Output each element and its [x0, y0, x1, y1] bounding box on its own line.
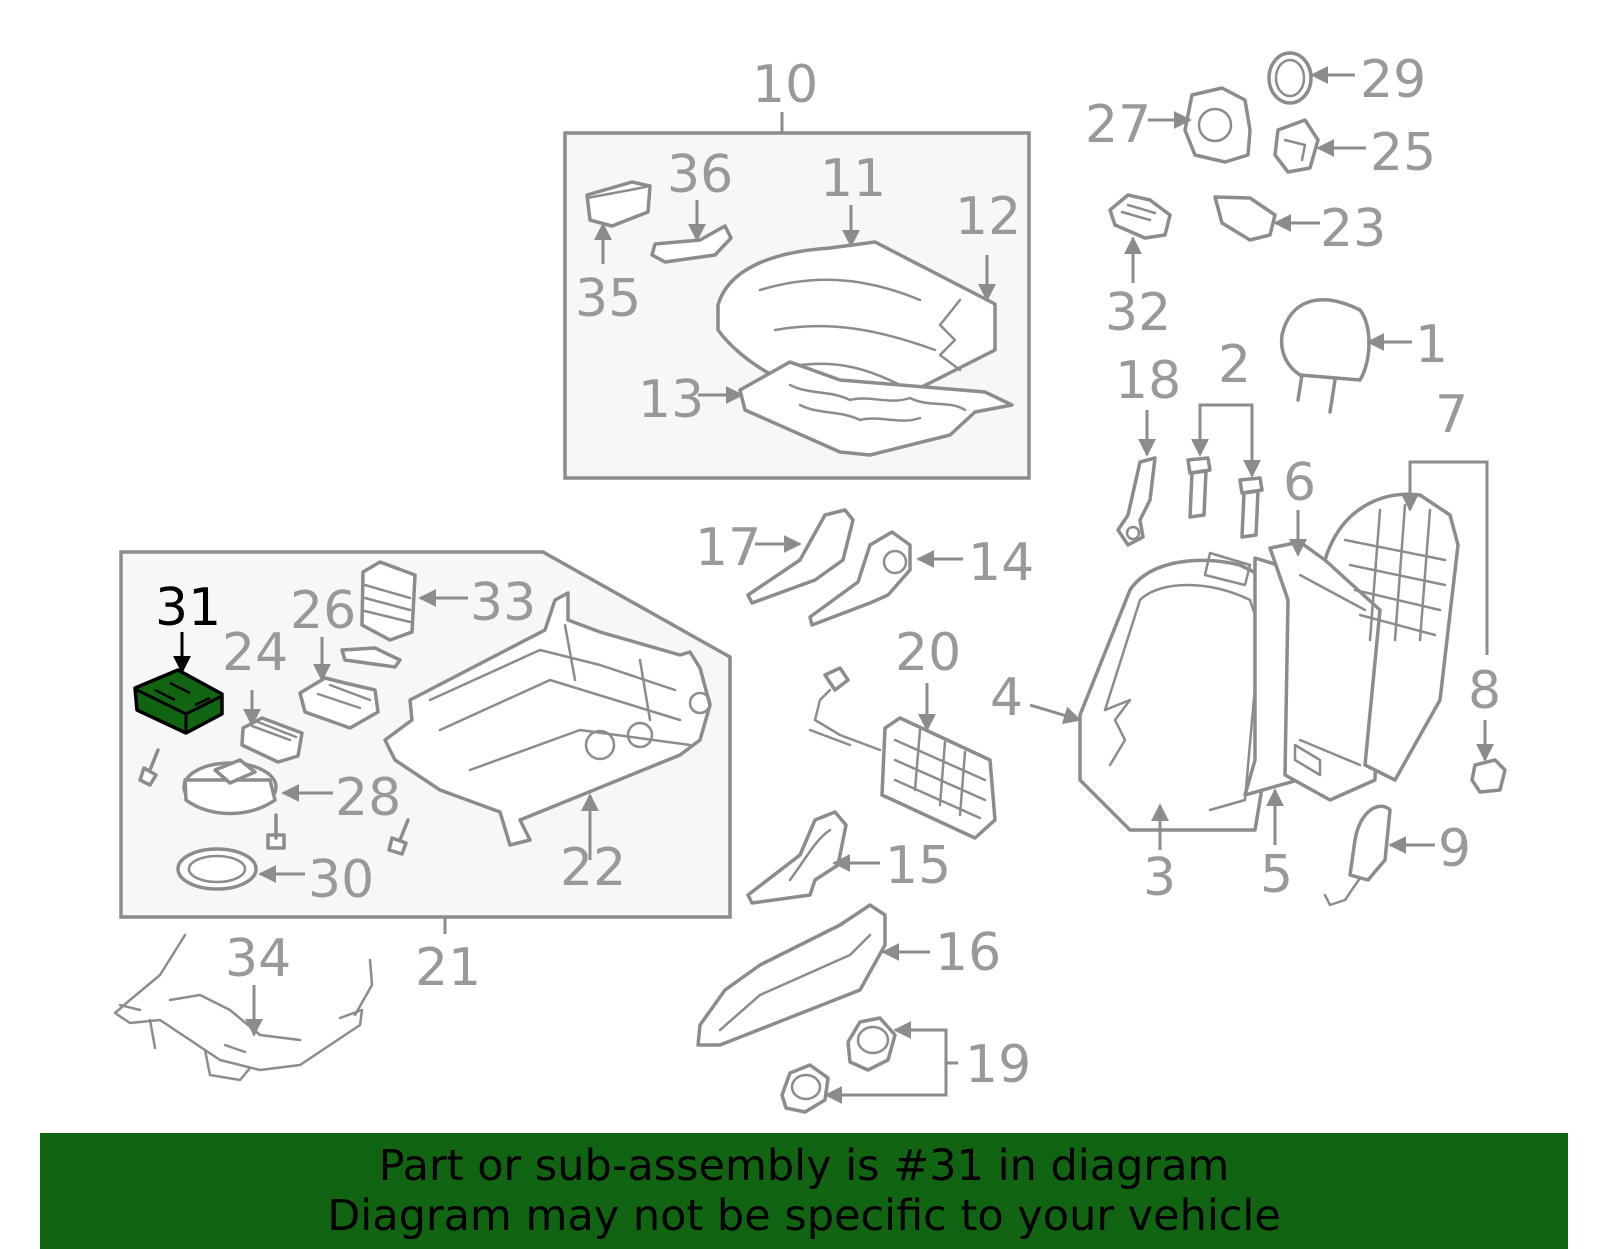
- part-25-shape[interactable]: [1273, 118, 1320, 174]
- callout-5: 5: [1260, 845, 1293, 905]
- callout-29: 29: [1360, 50, 1426, 110]
- callout-3: 3: [1143, 848, 1176, 908]
- part-22-frame-shape[interactable]: [383, 591, 712, 847]
- callout-11: 11: [820, 149, 886, 209]
- part-27-shape[interactable]: [1183, 86, 1252, 164]
- part-28-shape[interactable]: [182, 758, 278, 816]
- callout-8: 8: [1468, 661, 1501, 721]
- callout-6: 6: [1283, 453, 1316, 513]
- callout-1: 1: [1415, 315, 1448, 375]
- bolt-shapes: [138, 748, 410, 856]
- part-31-highlighted-shape[interactable]: [133, 668, 224, 735]
- part-32-shape[interactable]: [1108, 193, 1172, 240]
- callout-7: 7: [1435, 385, 1468, 445]
- callout-30: 30: [308, 850, 374, 910]
- callout-32: 32: [1105, 283, 1171, 343]
- part-17-shape[interactable]: [746, 508, 855, 605]
- callout-18: 18: [1115, 351, 1181, 411]
- part-18-shape[interactable]: [1116, 456, 1157, 547]
- banner-line-disclaimer: Diagram may not be specific to your vehi…: [327, 1191, 1281, 1241]
- callout-33: 33: [470, 573, 536, 633]
- callout-24: 24: [222, 623, 288, 683]
- callout-2: 2: [1218, 335, 1251, 395]
- callout-36: 36: [667, 145, 733, 205]
- part-24-shape[interactable]: [240, 716, 304, 764]
- callout-16: 16: [935, 923, 1001, 983]
- part-20-shape[interactable]: [808, 666, 997, 840]
- part-23-shape[interactable]: [1213, 195, 1277, 242]
- part-30-shape[interactable]: [176, 847, 258, 891]
- info-banner: Part or sub-assembly is #31 in diagram D…: [40, 1133, 1568, 1249]
- banner-line-part-number: Part or sub-assembly is #31 in diagram: [378, 1141, 1230, 1191]
- part-8-shape[interactable]: [1470, 758, 1507, 794]
- callout-22: 22: [560, 838, 626, 898]
- part-33-shape[interactable]: [340, 560, 417, 669]
- callout-26: 26: [290, 581, 356, 641]
- part-13-pan-shape[interactable]: [738, 360, 1014, 457]
- callout-31-highlighted: 31: [155, 578, 221, 638]
- part-7-back-pad-shape[interactable]: [1323, 492, 1460, 782]
- part-11-cushion-shape[interactable]: [716, 240, 997, 402]
- part-1-headrest-shape[interactable]: [1279, 298, 1371, 414]
- callout-19: 19: [965, 1035, 1031, 1095]
- callout-13: 13: [638, 370, 704, 430]
- callout-4: 4: [990, 668, 1023, 728]
- part-3-shape[interactable]: [1203, 551, 1252, 587]
- part-2-pin-shapes[interactable]: [1186, 456, 1264, 539]
- callout-34: 34: [225, 929, 291, 989]
- part-29-shape[interactable]: [1267, 51, 1313, 105]
- callout-14: 14: [968, 533, 1034, 593]
- callout-20: 20: [895, 623, 961, 683]
- callout-labels: 1 2 3 4 5 6 7 8 9 10 11 12 13 14 15 16 1…: [155, 50, 1501, 1095]
- callout-28: 28: [335, 768, 401, 828]
- callout-10: 10: [752, 55, 818, 115]
- callout-25: 25: [1370, 123, 1436, 183]
- callout-21: 21: [415, 938, 481, 998]
- part-19-knob-shapes[interactable]: [780, 1016, 897, 1114]
- part-9-shape[interactable]: [1323, 804, 1392, 907]
- part-16-shape[interactable]: [696, 903, 887, 1047]
- callout-15: 15: [885, 836, 951, 896]
- callout-9: 9: [1438, 819, 1471, 879]
- callout-12: 12: [955, 187, 1021, 247]
- part-15-shape[interactable]: [746, 810, 848, 905]
- callout-23: 23: [1320, 199, 1386, 259]
- callout-17: 17: [695, 518, 761, 578]
- part-6-back-frame-shape[interactable]: [1268, 540, 1382, 802]
- part-14-shape[interactable]: [808, 530, 912, 627]
- callout-35: 35: [575, 269, 641, 329]
- leader-lines: [173, 66, 1494, 1104]
- part-35-shape[interactable]: [585, 180, 652, 228]
- callout-27: 27: [1085, 95, 1151, 155]
- part-34-harness-shape[interactable]: [113, 933, 374, 1082]
